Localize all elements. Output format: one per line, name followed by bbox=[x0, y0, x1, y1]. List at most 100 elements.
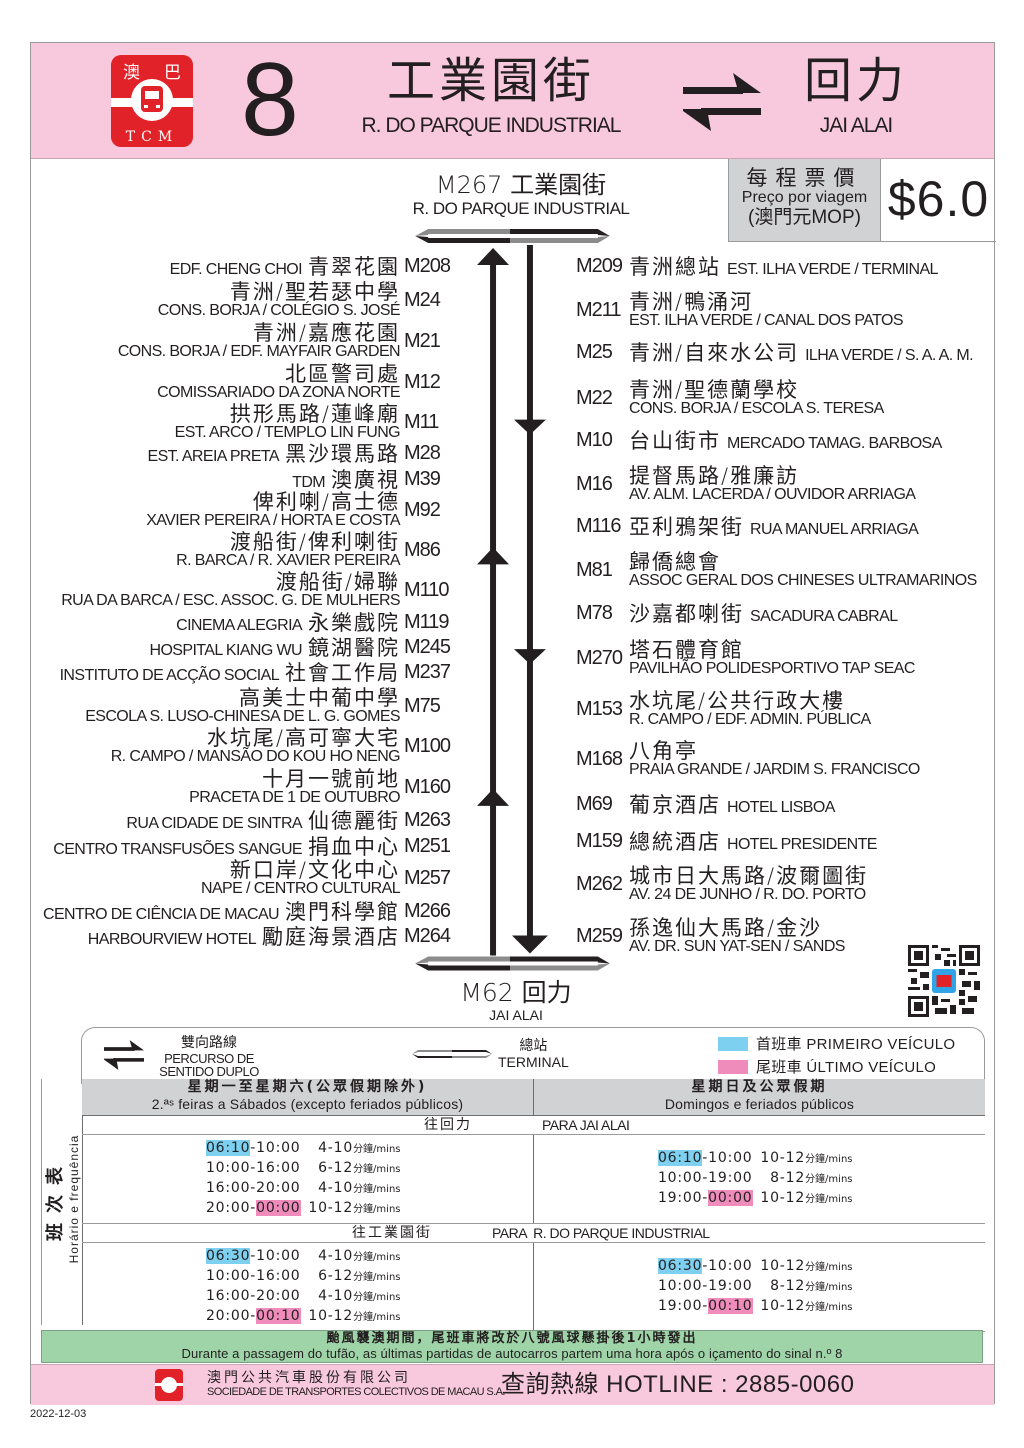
stop-pt: EDF. CHENG CHOI bbox=[169, 260, 303, 278]
direction-zh: 往工業園街 bbox=[352, 1225, 432, 1241]
stop-zh: 青翠花園 bbox=[308, 254, 400, 279]
typhoon-notice-zh: 颱風襲澳期間，尾班車將改於八號風球懸掛後1小時發出 bbox=[326, 1331, 698, 1346]
route-sheet: 澳巴 TCM 8 工業園街 R. DO PARQUE INDUSTRIAL 回力… bbox=[30, 42, 996, 1405]
bus-icon bbox=[141, 86, 163, 112]
first-bus-time: 06:10 bbox=[205, 1140, 251, 1156]
stop-zh: 俾利喇/高士德 bbox=[252, 490, 400, 514]
time-range: -10:00 bbox=[250, 1140, 301, 1156]
legend-last-label: 尾班車 ÚLTIMO VEÍCULO bbox=[756, 1059, 937, 1076]
frequency-unit: 分鐘/mins bbox=[353, 1272, 401, 1283]
stop-zh: 渡船街/俾利喇街 bbox=[229, 530, 400, 554]
time-range: 20:00- bbox=[205, 1200, 257, 1216]
stop-pt: CONS. BORJA / ESCOLA S. TERESA bbox=[629, 400, 884, 417]
stop-zh: 拱形馬路/蓮峰廟 bbox=[229, 402, 400, 426]
hotline[interactable]: 查詢熱線 HOTLINE : 2885-0060 bbox=[501, 1371, 855, 1398]
stop-pt: ASSOC GERAL DOS CHINESES ULTRAMARINOS bbox=[629, 572, 977, 589]
time-range: 19:00- bbox=[657, 1190, 709, 1206]
stop-zh: 水坑尾/高可寧大宅 bbox=[206, 726, 400, 750]
frequency-unit: 分鐘/mins bbox=[353, 1204, 401, 1215]
fare-label-zh: 每程票價 bbox=[746, 166, 863, 190]
typhoon-notice-pt: Durante a passagem do tufão, as últimas … bbox=[181, 1346, 843, 1361]
typhoon-notice: 颱風襲澳期間，尾班車將改於八號風球懸掛後1小時發出 Durante a pass… bbox=[41, 1330, 983, 1363]
stop-pt: PRAIA GRANDE / JARDIM S. FRANCISCO bbox=[629, 761, 920, 778]
frequency-unit: 分鐘/mins bbox=[353, 1184, 401, 1195]
legend-first-last: 首班車 PRIMEIRO VEÍCULO 尾班車 ÚLTIMO VEÍCULO bbox=[718, 1032, 955, 1078]
terminal-bottom-pt: JAI ALAI bbox=[489, 1007, 543, 1023]
stop-pt: HARBOURVIEW HOTEL bbox=[87, 930, 257, 948]
time-range: -10:00 bbox=[702, 1258, 753, 1274]
fare-value: $6.0 bbox=[887, 171, 990, 227]
stop-zh: 青洲/嘉應花園 bbox=[252, 321, 400, 345]
stop-code: M264 bbox=[404, 925, 451, 947]
stop-zh: 提督馬路/雅廉訪 bbox=[629, 464, 800, 488]
timetable-title-pt: Horário e frequência bbox=[67, 1134, 81, 1264]
qr-code-icon[interactable] bbox=[908, 945, 980, 1017]
frequency-unit: 分鐘/mins bbox=[805, 1282, 853, 1293]
time-range: 10:00-19:00 bbox=[657, 1170, 753, 1186]
stop-zh: 亞利鴉架街 bbox=[629, 514, 744, 539]
stop-pt: EST. ILHA VERDE / TERMINAL bbox=[727, 260, 938, 278]
fare-label-pt: Preço por viagem bbox=[741, 189, 868, 206]
direction-pt: PARA R. DO PARQUE INDUSTRIAL bbox=[492, 1225, 710, 1241]
last-bus-time: 00:10 bbox=[256, 1308, 301, 1324]
legend-dual-pt: PERCURSO DE SENTIDO DUPLO bbox=[159, 1051, 259, 1079]
logo-char-left: 澳 bbox=[123, 63, 140, 83]
time-range: -10:00 bbox=[250, 1248, 301, 1264]
stop-pt: EST. ILHA VERDE / CANAL DOS PATOS bbox=[629, 312, 904, 329]
last-bus-time: 00:10 bbox=[708, 1298, 753, 1314]
first-bus-time: 06:10 bbox=[657, 1150, 703, 1166]
stop-zh: 青洲/聖德蘭學校 bbox=[629, 378, 800, 402]
stop-pt: CINEMA ALEGRIA bbox=[176, 616, 302, 634]
stop-pt: PRACETA DE 1 DE OUTUBRO bbox=[189, 789, 400, 806]
holiday-header: 星期日及公眾假期 Domingos e feriados públicos bbox=[534, 1079, 985, 1115]
stop-code: M259 bbox=[576, 924, 623, 947]
arrow-down-icon bbox=[513, 649, 546, 665]
stop-code: M25 bbox=[576, 341, 613, 363]
legend: 雙向路線 PERCURSO DE SENTIDO DUPLO 總站 TERMIN… bbox=[81, 1027, 985, 1084]
legend-dual-zh: 雙向路線 bbox=[181, 1035, 237, 1051]
last-bus-time: 00:00 bbox=[256, 1200, 301, 1216]
stop-pt: PAVILHÃO POLIDESPORTIVO TAP SEAC bbox=[629, 660, 915, 677]
frequency-unit: 分鐘/mins bbox=[805, 1194, 853, 1205]
frequency-unit: 分鐘/mins bbox=[353, 1144, 401, 1155]
stop-code: M28 bbox=[404, 442, 441, 464]
stop-code: M110 bbox=[404, 578, 450, 601]
stop-code: M270 bbox=[576, 646, 623, 669]
weekday-header-pt: 2.ªˢ feiras a Sábados (excepto feriados … bbox=[151, 1096, 464, 1112]
terminal-top: M267 工業園街 R. DO PARQUE INDUSTRIAL bbox=[371, 171, 671, 219]
holiday-header-zh: 星期日及公眾假期 bbox=[691, 1079, 828, 1095]
frequency-unit: 分鐘/mins bbox=[353, 1164, 401, 1175]
origin-zh: 工業園街 bbox=[386, 53, 595, 109]
frequency: 4-10 bbox=[318, 1180, 354, 1196]
legend-dual-direction: 雙向路線 PERCURSO DE SENTIDO DUPLO bbox=[104, 1032, 264, 1078]
stop-code: M237 bbox=[404, 661, 451, 683]
stop-pt: EST. ARCO / TEMPLO LIN FUNG bbox=[174, 424, 401, 441]
stop-code: M116 bbox=[576, 515, 622, 537]
stop-zh: 仙德麗街 bbox=[308, 808, 400, 833]
first-bus-swatch bbox=[718, 1036, 748, 1051]
logo-tcm-text: TCM bbox=[125, 129, 179, 145]
stop-zh: 青洲/鴨涌河 bbox=[629, 290, 754, 314]
stop-pt: RUA CIDADE DE SINTRA bbox=[126, 814, 302, 832]
time-range: 10:00-19:00 bbox=[657, 1278, 753, 1294]
stop-zh: 渡船街/婦聯 bbox=[275, 570, 400, 594]
time-range: 10:00-16:00 bbox=[205, 1268, 301, 1284]
direction-row-parque-industrial: 往工業園街 PARA R. DO PARQUE INDUSTRIAL bbox=[82, 1224, 985, 1243]
time-range: 10:00-16:00 bbox=[205, 1160, 301, 1176]
stop-zh: 鏡湖醫院 bbox=[308, 635, 400, 660]
frequency-unit: 分鐘/mins bbox=[805, 1154, 853, 1165]
